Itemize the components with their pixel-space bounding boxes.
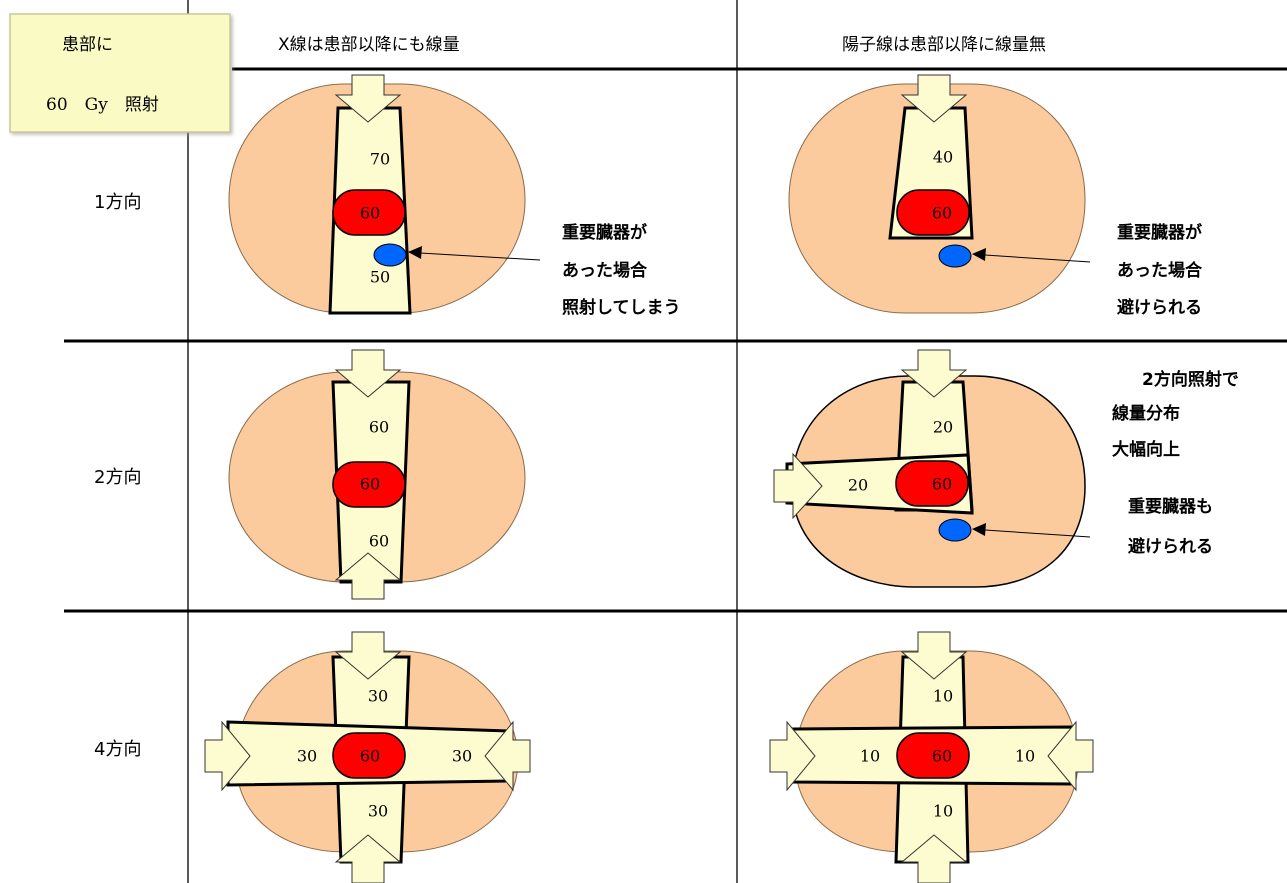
beam-arrow-down	[334, 74, 402, 123]
dose-label-bottom: 30	[368, 802, 388, 821]
beam-arrow-up	[334, 552, 402, 600]
dose-label-bottom: 50	[370, 268, 390, 287]
cell-xray-2-direction: 60 60 60	[228, 349, 526, 600]
organ	[938, 518, 972, 542]
note-line: あった場合	[1117, 260, 1203, 281]
pointer-arrow	[972, 248, 1091, 263]
tumor	[896, 189, 970, 236]
row-label-1-direction: 1方向	[94, 192, 141, 213]
corner-label-line2: 60 Gy 照射	[46, 95, 159, 115]
dose-label-center: 60	[360, 475, 380, 494]
cell-proton-1-direction: 40 60 重要臓器が あった場合 避けられる	[788, 74, 1203, 318]
dose-label-center: 60	[360, 747, 380, 766]
tumor	[332, 461, 406, 508]
dose-label-top: 70	[370, 150, 390, 169]
beam-arrow-down	[900, 74, 968, 123]
tumor	[332, 732, 406, 779]
beam-arrow-left	[484, 720, 531, 792]
beam-arrow-up	[334, 834, 402, 883]
dose-label-top: 30	[368, 687, 388, 706]
dose-label-center: 60	[932, 204, 952, 223]
dose-label-center: 60	[932, 475, 952, 494]
cell-proton-4-direction: 10 10 60 10 10	[769, 631, 1094, 883]
note-line: 避けられる	[1128, 536, 1213, 557]
column-header-proton: 陽子線は患部以降に線量無	[842, 35, 1046, 55]
cell-proton-2-direction: 20 20 60 2方向照射で 線量分布 大幅向上 重要臓器も 避けられる	[773, 349, 1239, 588]
dose-label-top: 20	[933, 418, 953, 437]
dose-label-bottom: 60	[369, 532, 389, 551]
organ	[938, 244, 972, 268]
dose-label-bottom: 10	[933, 802, 953, 821]
note-line: 避けられる	[1117, 297, 1202, 318]
pointer-arrow	[408, 246, 541, 261]
row-label-2-direction: 2方向	[94, 467, 141, 488]
note-line: 2方向照射で	[1142, 369, 1239, 390]
dose-label-right: 30	[452, 747, 472, 766]
note-line: 重要臓器も	[1128, 496, 1213, 517]
beam-arrow-down	[334, 349, 402, 398]
note-line: あった場合	[562, 260, 648, 281]
tumor	[895, 460, 969, 507]
tumor	[332, 189, 406, 236]
dose-label-top: 60	[369, 418, 389, 437]
cell-xray-1-direction: 70 60 50 重要臓器が あった場合 照射してしまう	[228, 74, 681, 318]
note-line: 重要臓器が	[1117, 222, 1202, 243]
dose-label-center: 60	[932, 747, 952, 766]
table-grid	[64, 0, 1287, 883]
dose-label-top: 40	[933, 148, 953, 167]
dose-label-left: 30	[297, 747, 317, 766]
tumor	[896, 732, 970, 779]
beam-arrow-down	[900, 631, 968, 680]
dose-label-center: 60	[360, 204, 380, 223]
column-header-xray: X線は患部以降にも線量	[278, 35, 460, 55]
note-line: 線量分布	[1112, 403, 1180, 424]
organ	[373, 243, 407, 267]
pointer-arrow	[972, 523, 1091, 538]
beam-arrow-left	[1047, 720, 1094, 792]
beam-arrow-right	[204, 720, 251, 792]
corner-label-box: 患部に 60 Gy 照射	[9, 13, 231, 133]
beam-arrow-right	[773, 452, 823, 520]
beam-arrow-down	[900, 349, 968, 398]
note-line: 重要臓器が	[562, 222, 647, 243]
dose-label-top: 10	[933, 687, 953, 706]
dose-label-left: 20	[848, 476, 868, 495]
row-label-4-direction: 4方向	[94, 739, 141, 760]
note-line: 大幅向上	[1112, 439, 1180, 460]
dose-label-right: 10	[1015, 747, 1035, 766]
note-line: 照射してしまう	[562, 297, 681, 318]
cell-xray-4-direction: 30 30 60 30 30	[204, 631, 531, 883]
corner-label-line1: 患部に	[62, 35, 113, 55]
beam-arrow-right	[769, 720, 816, 792]
beam-arrow-down	[334, 631, 402, 680]
dose-label-left: 10	[860, 747, 880, 766]
beam-arrow-up	[900, 834, 968, 883]
